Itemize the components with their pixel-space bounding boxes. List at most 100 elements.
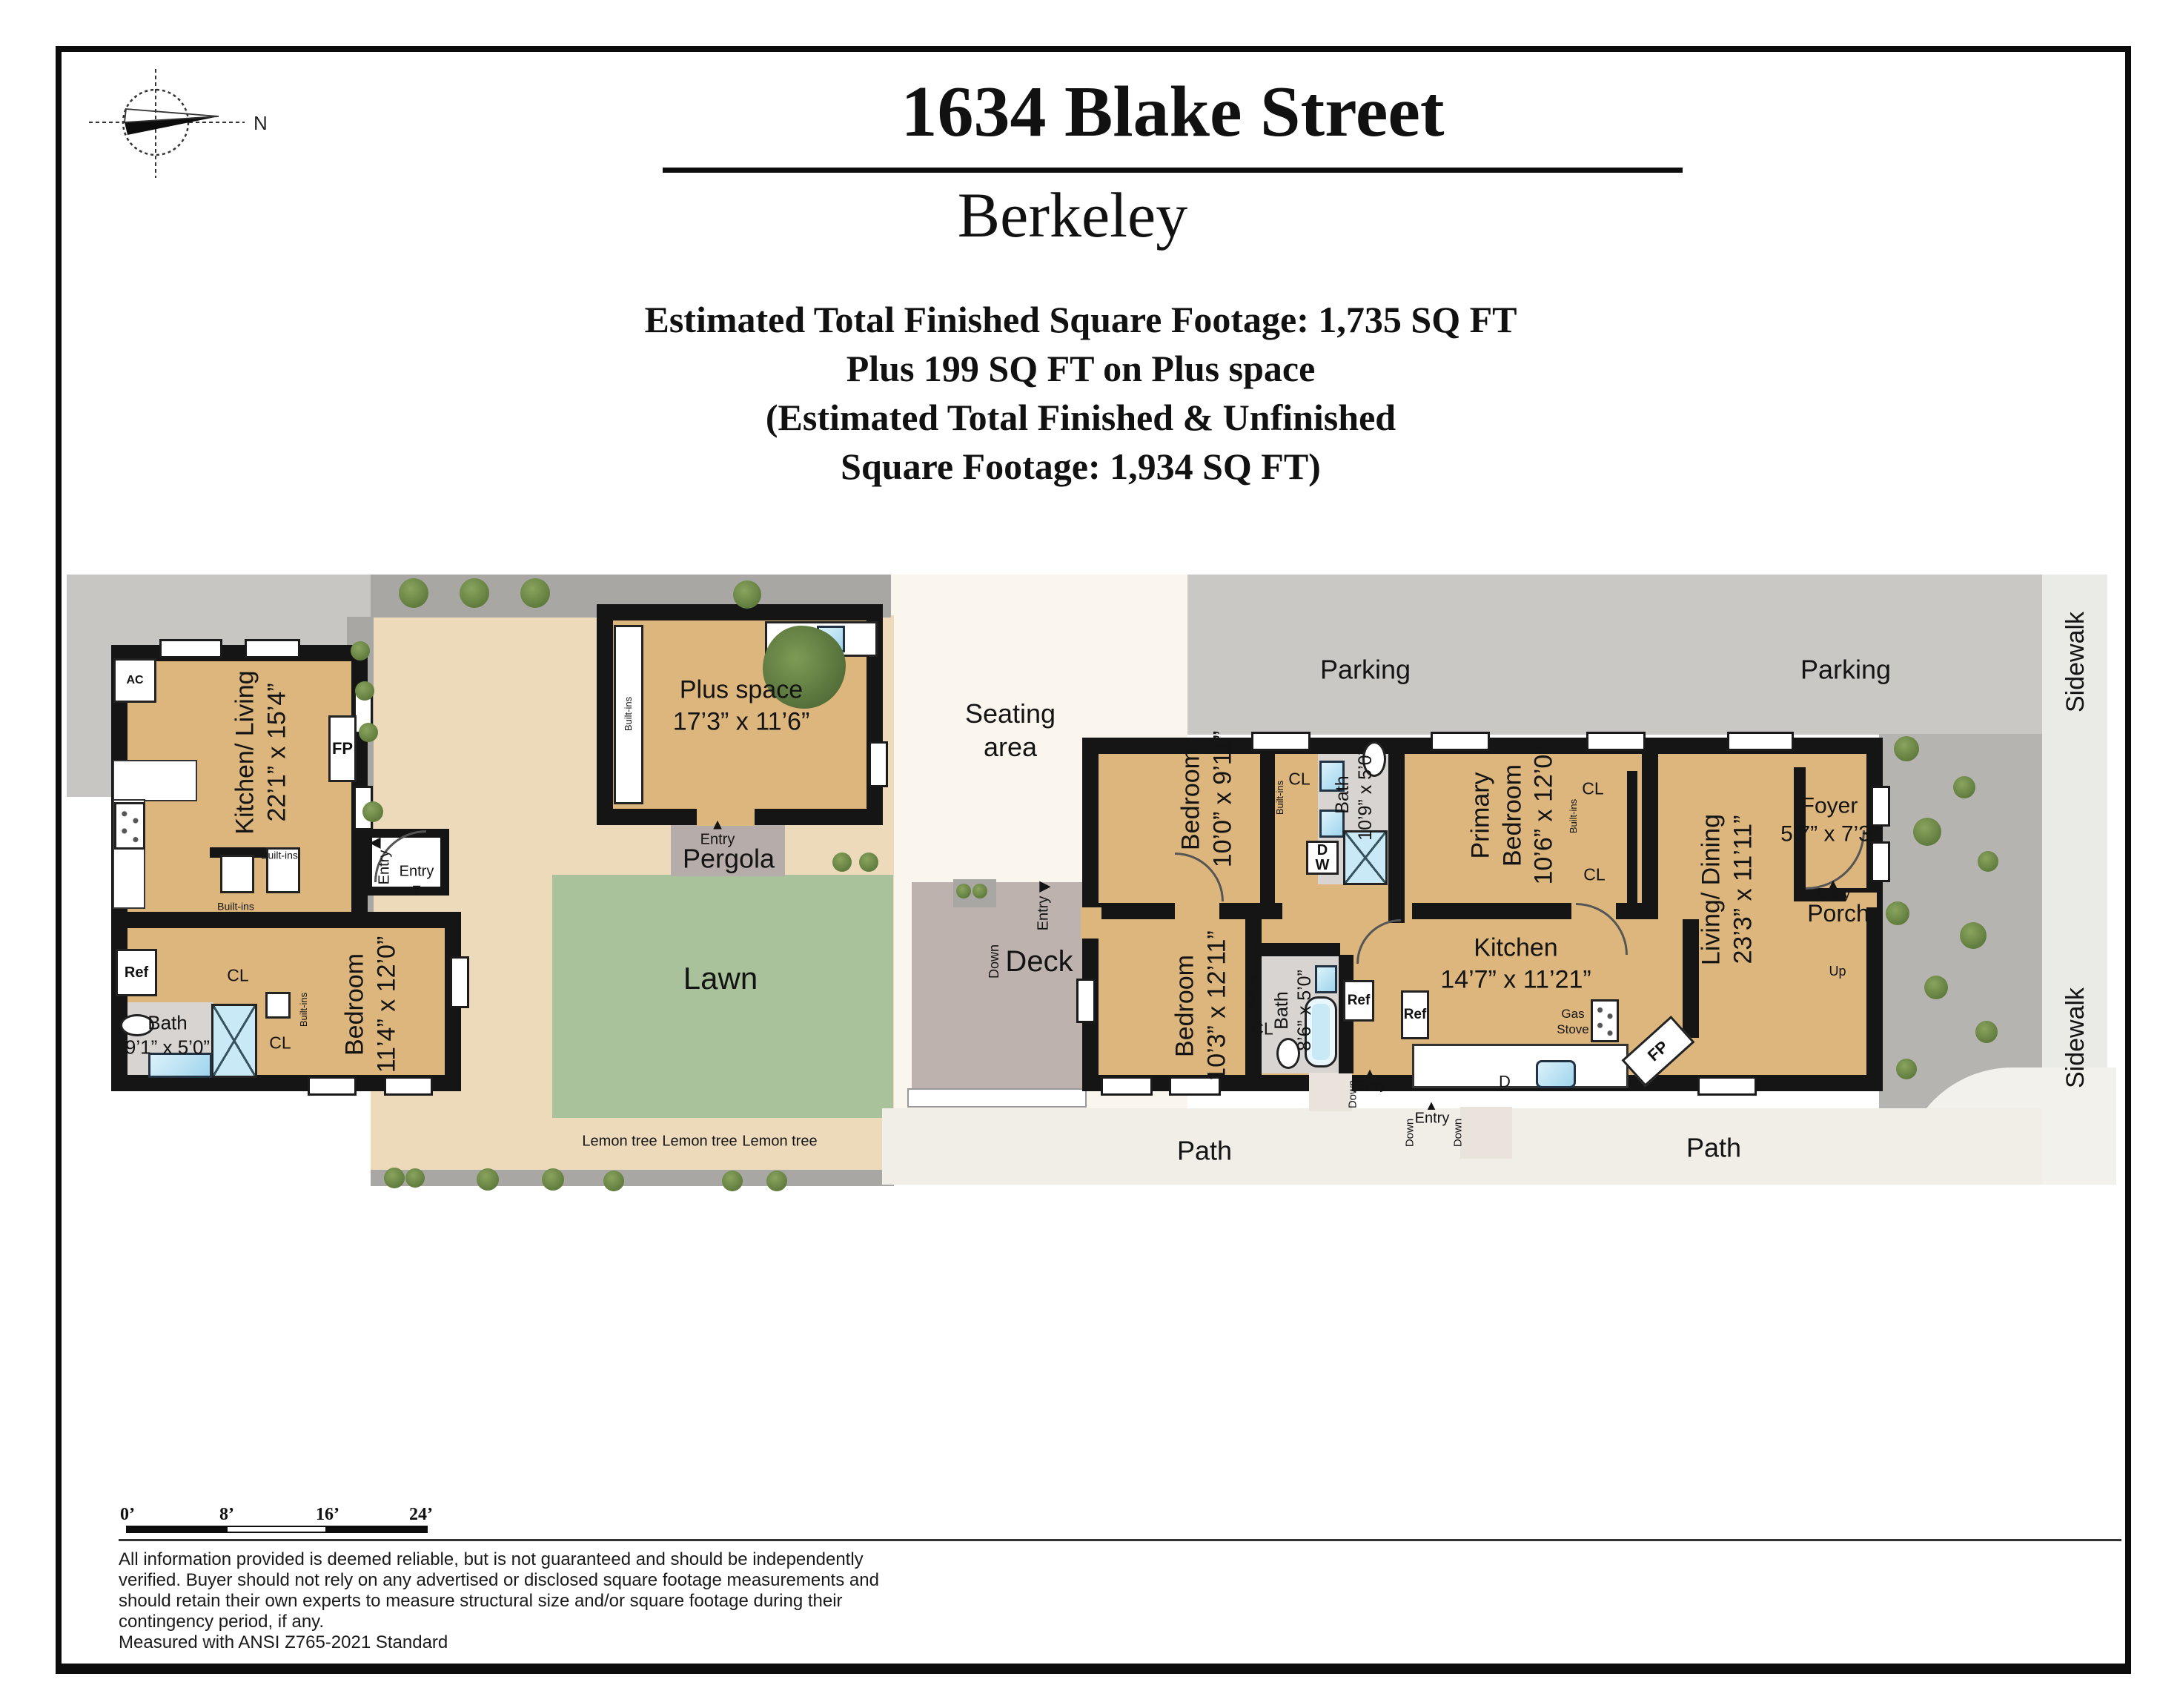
win <box>308 1076 357 1096</box>
sink-bath-bottom <box>1315 965 1337 993</box>
builtin-box <box>266 847 300 893</box>
divider-line <box>119 1539 2121 1541</box>
label-entry-kitchen: Entry <box>1414 1110 1450 1127</box>
scale-tick-16: 16’ <box>316 1505 339 1524</box>
bush <box>520 578 550 608</box>
label-builtins-plus: Built-ins <box>622 696 634 732</box>
sink-left <box>148 1053 212 1078</box>
bush <box>477 1168 499 1191</box>
bush <box>1960 922 1987 949</box>
sink-kitchen <box>1536 1060 1576 1088</box>
deck <box>912 882 1082 1090</box>
win <box>1251 732 1311 751</box>
win <box>245 639 300 658</box>
label-down-deck: Down <box>986 944 1001 979</box>
bush <box>1886 901 1909 925</box>
bush <box>1978 851 1998 872</box>
wall <box>1260 752 1275 904</box>
bush <box>1953 776 1975 798</box>
summary-line-1: Estimated Total Finished Square Footage:… <box>644 299 1517 340</box>
label-entry-porch-arrow: ▲ <box>1826 875 1840 891</box>
fireplace-left: FP <box>328 715 357 782</box>
bush <box>832 853 852 872</box>
label-entry-adu-v: Entry <box>376 850 393 885</box>
bush <box>956 884 971 898</box>
label-builtins-primary: Built-ins <box>1567 798 1579 834</box>
title-underline <box>663 168 1683 173</box>
compass-north-label: N <box>254 112 268 134</box>
label-path-2: Path <box>1686 1132 1742 1163</box>
label-entry-porch: Entry <box>1817 887 1851 903</box>
win <box>1871 841 1890 882</box>
win <box>1727 732 1794 751</box>
shower-top <box>1343 830 1388 885</box>
washer-dryer: D W <box>1306 841 1339 875</box>
label-plus-space: Plus space 17’3” x 11’6” <box>672 675 810 736</box>
label-lemon-tree-1: Lemon tree <box>582 1133 657 1150</box>
compass-needle-outline <box>123 108 219 123</box>
door-gap-bed-top <box>1175 901 1219 921</box>
kitchen-counter <box>1412 1044 1628 1088</box>
adu-counter-h <box>113 760 197 801</box>
bush <box>1913 818 1941 846</box>
label-foyer: Foyer 5’7” x 7’3” <box>1780 793 1878 847</box>
label-deck: Deck <box>1005 945 1073 978</box>
label-gas-stove: Gas Stove <box>1557 1006 1589 1036</box>
bush <box>405 1168 425 1188</box>
label-bedroom-left: Bedroom 11’4” x 12’0” <box>340 936 401 1073</box>
summary-line-2: Plus 199 SQ FT on Plus space <box>846 348 1316 389</box>
label-builtins-2: Built-ins <box>217 900 254 913</box>
label-entry-kitchen-arrow: ▲ <box>1425 1097 1438 1113</box>
label-parking-2: Parking <box>1800 654 1892 685</box>
builtin-box <box>265 992 291 1019</box>
stove-left <box>114 802 145 850</box>
label-down-kitchen-1: Down <box>1403 1118 1417 1148</box>
label-sidewalk-1: Sidewalk <box>2061 611 2090 713</box>
bush <box>399 578 428 608</box>
parking-area <box>1182 575 2042 735</box>
label-up-porch: Up <box>1829 963 1846 979</box>
bush <box>603 1171 624 1191</box>
shower-left <box>211 1004 257 1078</box>
label-entry-pergola-arrow: ▲ <box>710 816 725 833</box>
label-entry-hall-arrow: ▲ <box>1364 1067 1376 1079</box>
label-cl-primary: CL <box>1582 778 1604 798</box>
win <box>1871 786 1890 827</box>
ref-bath: Ref <box>1343 980 1374 1022</box>
disclaimer-text: All information provided is deemed relia… <box>119 1549 879 1652</box>
toilet-left <box>120 1014 154 1036</box>
win <box>1101 1076 1153 1096</box>
label-lawn: Lawn <box>683 960 758 996</box>
label-kitchen-right: Kitchen 14’7” x 11’21” <box>1440 933 1591 994</box>
label-bath-bottom: Bath 8’6” x 5’0” <box>1270 970 1315 1051</box>
builtin-box <box>220 855 254 893</box>
label-cl-bottom: CL <box>1251 1019 1273 1039</box>
page-border <box>56 46 2131 1674</box>
label-builtins-bottom: Built-ins <box>1247 975 1258 1007</box>
ref-left: Ref <box>116 949 157 996</box>
label-down-kitchen-2: Down <box>1451 1118 1465 1148</box>
label-builtins-1: Built-ins <box>261 849 298 861</box>
gas-stove <box>1591 999 1619 1042</box>
bush <box>1975 1021 1998 1043</box>
label-cl-top: CL <box>1288 769 1311 789</box>
win <box>1169 1076 1221 1096</box>
gravel-strip-bottom <box>371 1170 894 1186</box>
label-cl-living: CL <box>1583 864 1606 884</box>
sink-bath-top <box>1319 761 1345 792</box>
lawn <box>552 875 893 1118</box>
kitchen-stairs <box>1460 1107 1512 1159</box>
label-dishwasher: D <box>1499 1072 1511 1091</box>
label-entry-deck-arrow: ▶ <box>1039 878 1051 895</box>
wall <box>1794 767 1806 901</box>
win <box>384 1076 433 1096</box>
label-entry-adu-h: Entry <box>399 863 434 880</box>
scale-tick-0: 0’ <box>120 1505 135 1524</box>
label-lemon-tree-3: Lemon tree <box>742 1133 818 1150</box>
tree <box>763 626 846 709</box>
bush <box>355 681 374 701</box>
label-entry-adu-v-arrow: ◀ <box>369 834 381 851</box>
deck-stairs <box>912 882 996 1090</box>
label-bath-left: Bath 9’1” x 5’0” <box>125 1011 211 1059</box>
